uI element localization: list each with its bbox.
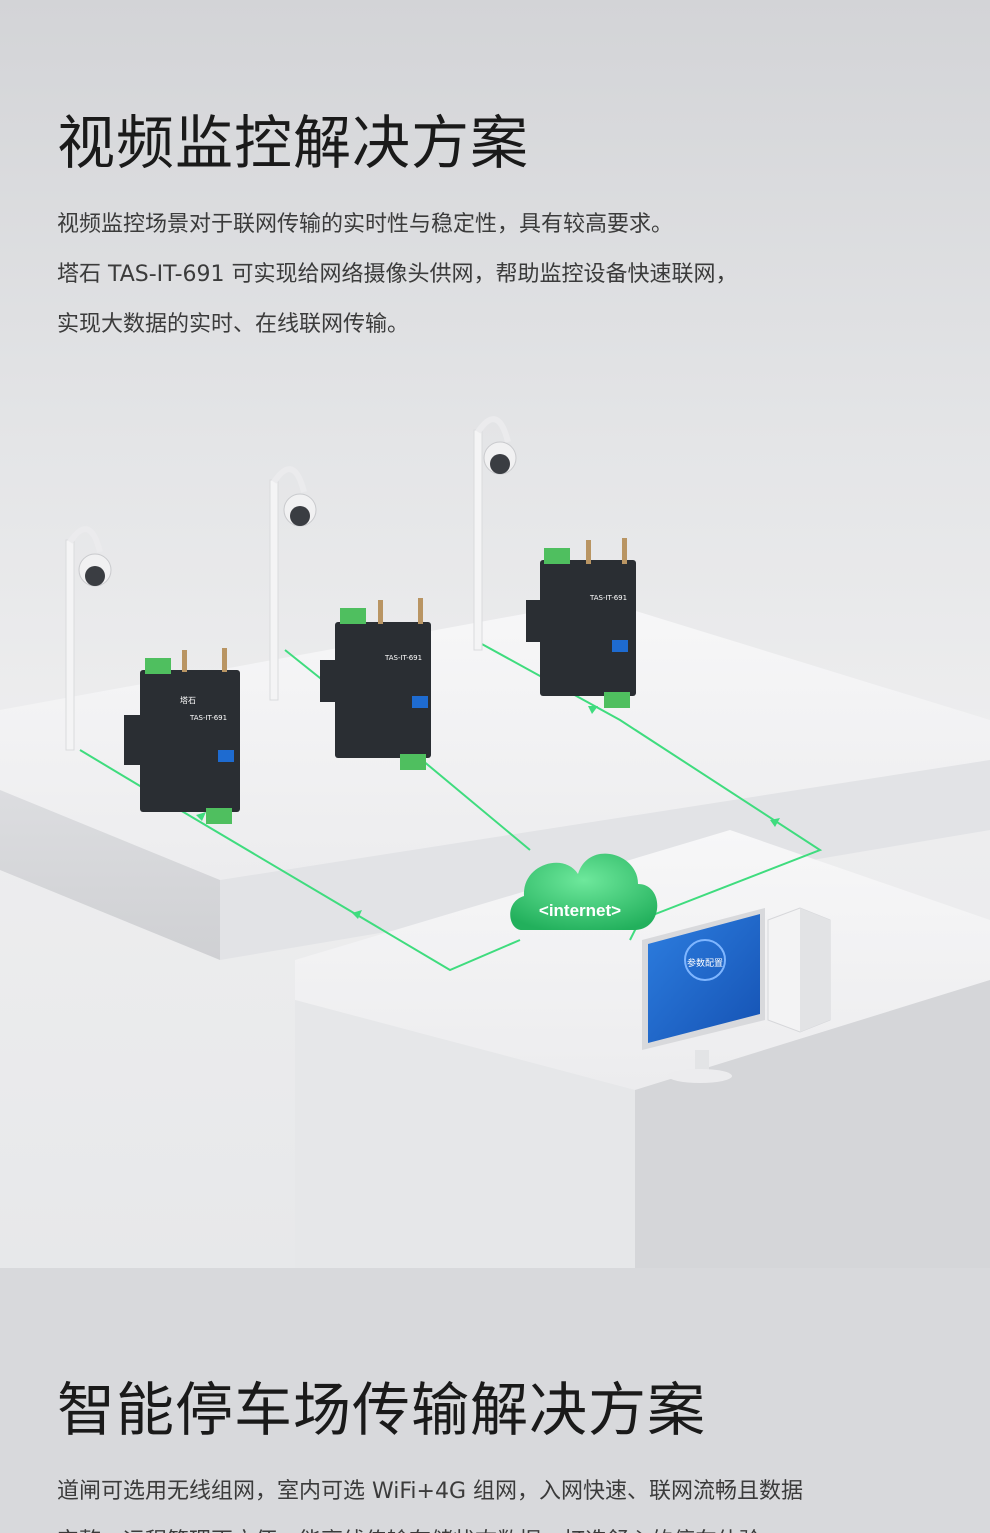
router-device-1: 塔石 TAS-IT-691 [124, 648, 240, 824]
desc-line-1: 视频监控场景对于联网传输的实时性与稳定性，具有较高要求。 [57, 212, 674, 237]
camera-pole-3 [473, 416, 517, 651]
desc-line-3: 实现大数据的实时、在线联网传输。 [57, 312, 410, 337]
monitor-screen-text: 参数配置 [687, 957, 723, 969]
internet-cloud-icon: <internet> [510, 853, 658, 930]
dome-camera-lens-icon [490, 454, 510, 474]
router-device-2: TAS-IT-691 [320, 598, 431, 770]
section-title-parking: 智能停车场传输解决方案 [57, 1376, 707, 1444]
device-brand-label: 塔石 [180, 695, 196, 705]
desc-line-2: 塔石 TAS-IT-691 可实现给网络摄像头供网，帮助监控设备快速联网， [57, 262, 738, 287]
desktop-computer: 参数配置 [642, 907, 831, 1083]
parking-desc-line-1: 道闸可选用无线组网，室内可选 WiFi+4G 组网，入网快速、联网流畅且数据 [57, 1479, 804, 1504]
device-model-label: TAS-IT-691 [384, 654, 422, 662]
dome-camera-lens-icon [290, 506, 310, 526]
parking-desc-line-2: 完整，远程管理更方便，能离线传输存储状态数据，打造舒心的停车体验。 [57, 1517, 783, 1533]
cloud-label: <internet> [539, 901, 621, 920]
router-device-3: TAS-IT-691 [526, 538, 636, 708]
device-model-label: TAS-IT-691 [589, 594, 627, 602]
dome-camera-lens-icon [85, 566, 105, 586]
camera-pole-1 [65, 526, 112, 751]
camera-pole-2 [269, 466, 317, 701]
smart-parking-section: 智能停车场传输解决方案 道闸可选用无线组网，室内可选 WiFi+4G 组网，入网… [0, 1268, 990, 1533]
network-scene-illustration: 塔石 TAS-IT-691 TAS-IT-691 TAS-IT-691 [0, 416, 990, 1268]
section-title-video: 视频监控解决方案 [57, 109, 530, 177]
video-surveillance-section: 视频监控解决方案 视频监控场景对于联网传输的实时性与稳定性，具有较高要求。 塔石… [0, 0, 990, 1268]
device-model-label: TAS-IT-691 [189, 714, 227, 722]
